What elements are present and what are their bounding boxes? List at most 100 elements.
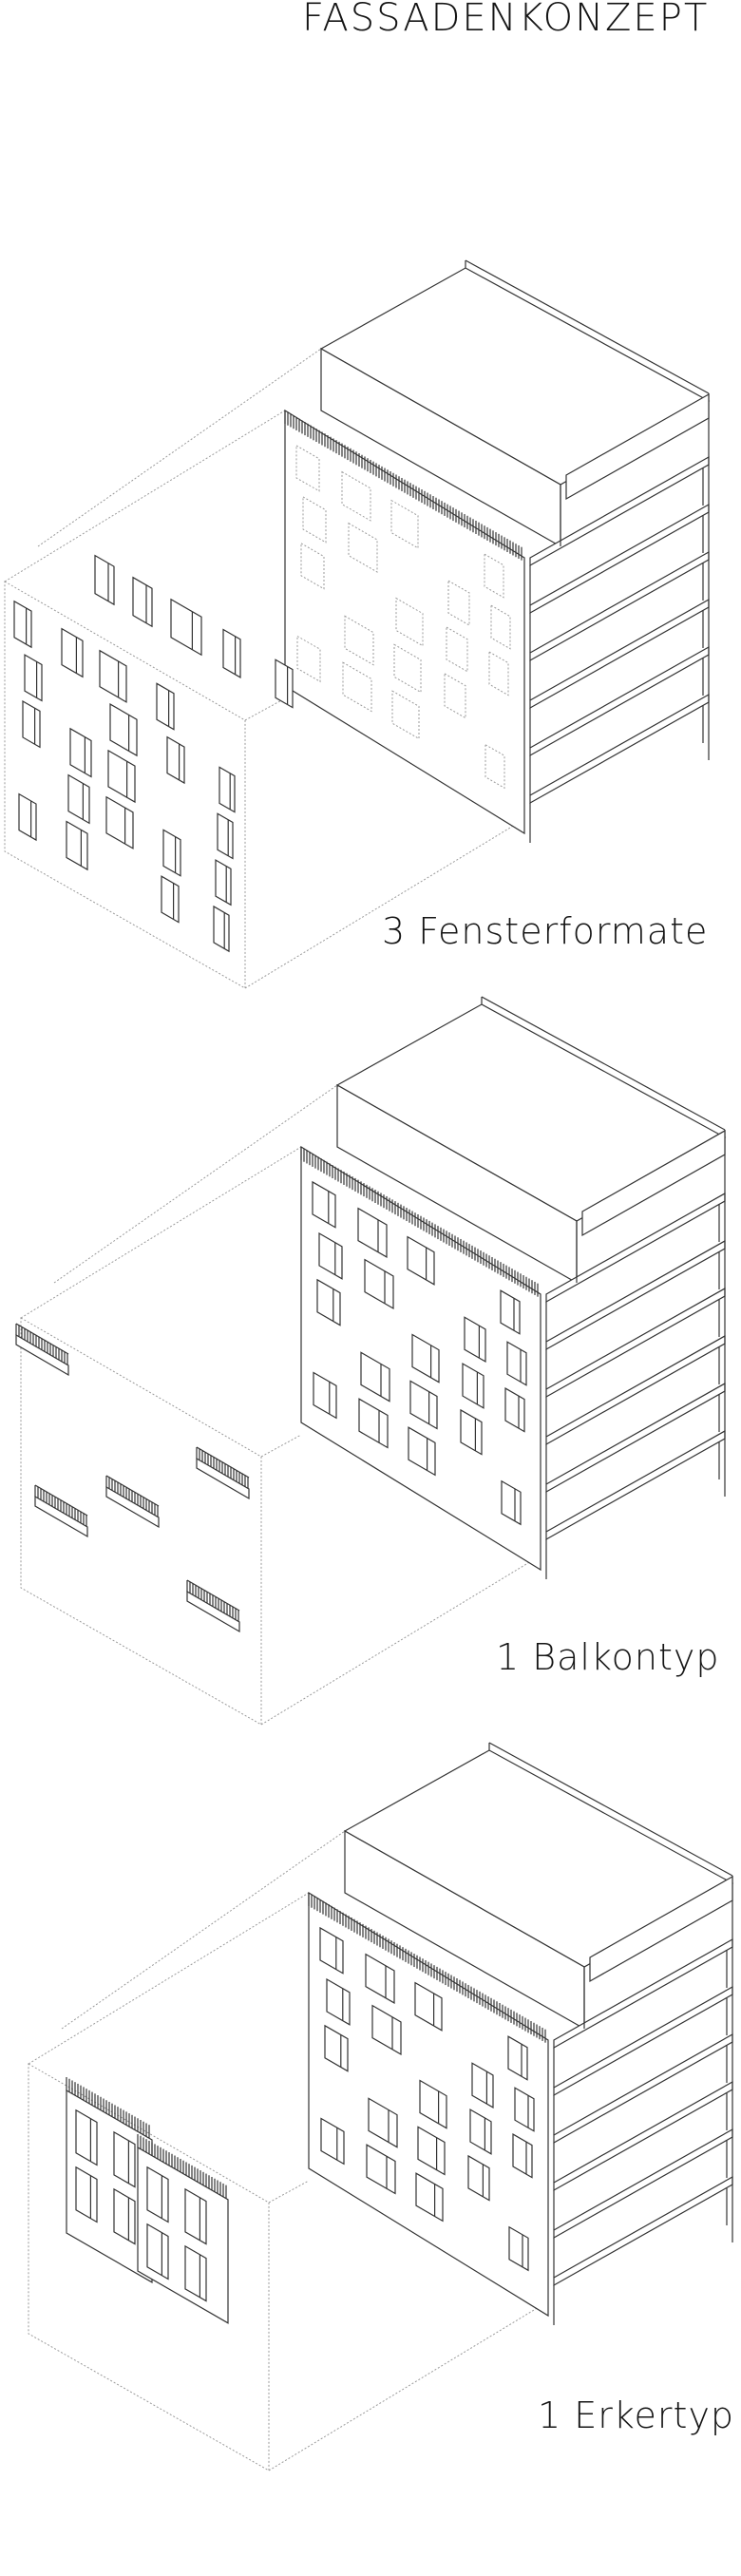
ghost-edge [260,1434,302,1458]
section-label-bay-type: 1 Erkertyp [538,2395,735,2436]
facade-window [484,553,504,599]
bay-window-pane [184,2187,207,2245]
ghost-edge [37,348,322,547]
facade-window [469,2109,492,2155]
facade-window [464,1316,486,1363]
balcony-railing-top [186,1579,240,1612]
facade-window [300,542,325,590]
facade-window [508,2225,529,2272]
ghost-edge [4,410,286,582]
facade-window [500,1289,521,1335]
upper-slab [581,1129,726,1237]
window [156,682,175,731]
facade-window [408,1426,436,1477]
facade-window [316,1278,341,1326]
floor-slab [529,645,710,757]
setback-window [222,628,241,678]
ghost-edge [61,1830,346,2030]
facade-window [319,1926,344,1975]
bay-window-pane [146,2166,169,2223]
roof [343,1749,734,1968]
balcony-railing-top [15,1323,69,1355]
facade-window [415,2172,444,2223]
bay-window [137,2134,229,2324]
bay-window-pane [146,2223,169,2280]
window [162,829,181,877]
window [61,627,84,678]
window [69,727,92,778]
facade-window [444,673,466,719]
window [13,600,32,649]
balcony-slab [15,1333,69,1377]
facade-window [318,1231,343,1280]
window [161,875,180,924]
facade-window [344,615,374,666]
window [215,859,232,906]
balcony-slab [34,1495,88,1538]
facade-window [446,626,468,673]
window [213,905,230,953]
ghost-edge [28,1892,310,2065]
facade-window [484,743,505,790]
facade-window [488,651,509,696]
window [105,795,134,849]
facade-window [391,690,420,740]
facade-window [411,1333,440,1383]
balcony [105,1475,160,1529]
floor-slab [553,2080,733,2192]
ghost-edge [53,1084,338,1284]
parapet [481,996,726,1131]
ghost-edge [244,697,286,721]
balcony-slab [186,1590,240,1633]
facade-window [364,1258,394,1310]
floor-slab [553,2128,733,2240]
section-label-window-formats: 3 Fensterformate [382,910,709,952]
setback-window [132,576,153,628]
ghost-edge [244,818,525,989]
facade-window [414,1981,443,2032]
section-drawing-bays [28,1742,734,2471]
facade-window [409,1380,438,1430]
facade-window [366,2144,396,2195]
page-title: FASSADENKONZEPT [302,0,710,40]
floor-slab [529,693,710,805]
window [107,749,136,804]
facade-window [395,597,424,647]
facade-window [342,661,372,713]
facade-window [360,1351,390,1402]
facade-window [419,2079,447,2129]
ghost-edge [20,1146,302,1319]
facade-window [460,1408,483,1456]
window [99,649,127,703]
facade-window [471,2062,494,2109]
window [166,735,185,785]
balcony-railing-top [34,1484,88,1517]
balcony [196,1446,250,1500]
window [67,773,90,825]
floor-slab [529,550,710,662]
bay-window-pane [75,2109,98,2166]
facade-window [348,522,378,573]
roof [335,1003,727,1222]
balcony [34,1484,88,1538]
facade-window [393,643,422,694]
facade-window [295,445,320,492]
balcony-slab [196,1457,250,1500]
section-drawing-windows [4,259,711,989]
parapet [465,259,710,394]
facade-window [371,2004,402,2056]
floor-slab [545,1382,726,1494]
ghost-edge [268,2180,310,2204]
facade-window [501,1479,522,1526]
bay-window [66,2077,153,2283]
balcony [15,1323,69,1377]
facade-window [407,1235,435,1286]
facade-window [326,1977,351,2026]
facade-window [368,2097,398,2148]
facade-window [462,1363,484,1409]
window [22,699,41,749]
window [217,812,234,860]
facade-window [358,1398,389,1449]
facade-window [324,2024,349,2072]
floor-slab [553,2032,733,2145]
